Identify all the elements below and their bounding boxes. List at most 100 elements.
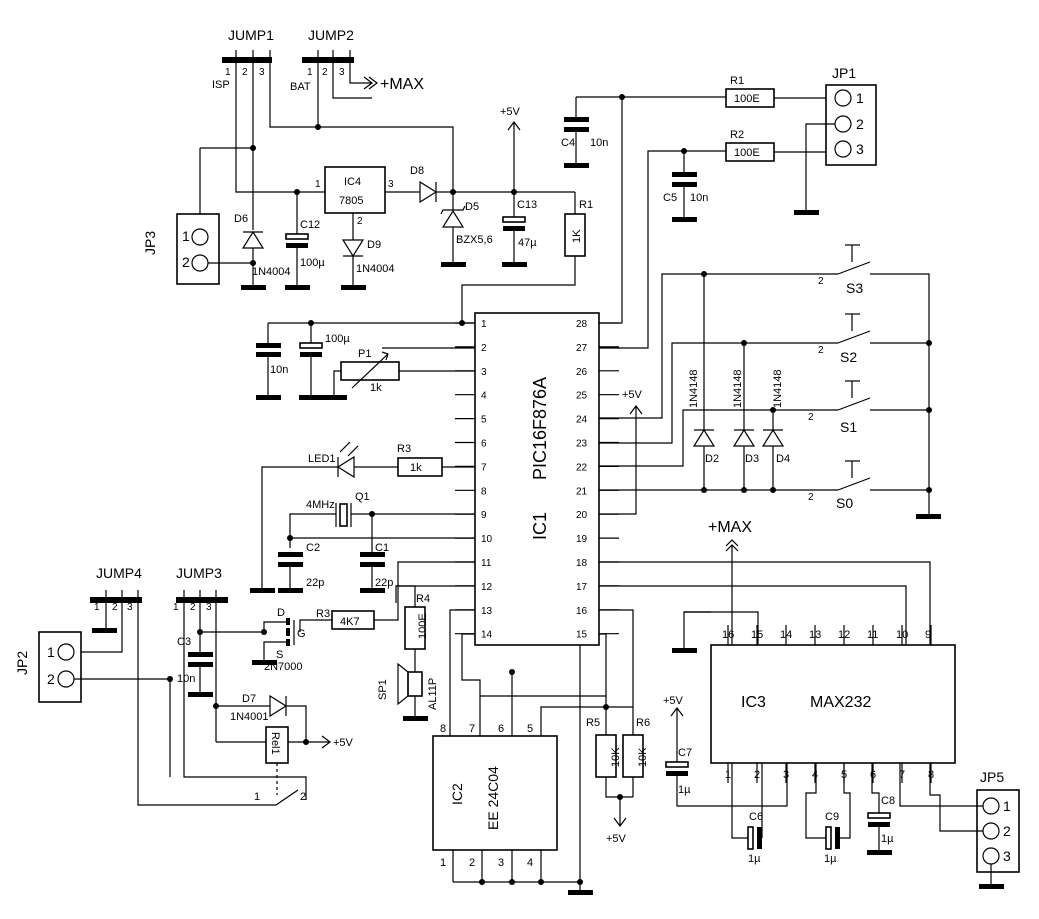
jp2-label: JP2 [14,651,30,675]
c1-label: C1 [375,542,389,554]
jump1-pin1: 1 [225,67,231,78]
c3-label: C3 [177,636,191,648]
ic2-pin3: 3 [498,857,504,869]
ic1-pin-right: 18 [576,558,588,569]
ic3-pin-bottom: 6 [870,769,876,781]
rel-pin2: 2 [300,791,306,803]
jp1-connector: 1 2 3 JP1 [825,65,877,166]
fet-d: D [277,607,285,619]
ic1-pin-right: 24 [576,415,588,426]
jump4-label: JUMP4 [96,565,142,581]
ic1-pin-left: 8 [481,486,487,497]
c100u-value: 100µ [325,333,350,345]
c5-value: 10n [690,192,708,204]
jp1-label: JP1 [832,65,856,81]
r3b-value: 4K7 [340,616,360,628]
ic1-pin-left: 5 [481,415,487,426]
s2-label: S2 [840,349,857,365]
jump3-label: JUMP3 [176,565,222,581]
s2-pin2: 2 [818,345,824,356]
r5-value: 10K [610,747,622,767]
max-arrow-label: +MAX [380,76,424,93]
c12-label: C12 [300,219,320,231]
jp3-connector: 1 2 JP3 [142,213,220,285]
ic1-microcontroller: IC1 PIC16F876A [474,312,600,646]
bat-label: BAT [290,81,311,93]
plus5v-pullup: +5V [606,833,627,845]
c6-label: C6 [749,811,763,823]
ic1-pin-right: 28 [576,319,588,330]
jp1-pin1: 1 [856,90,864,106]
jp2-connector: 1 2 JP2 [14,631,82,703]
d8-label: D8 [410,165,424,177]
jp3-pin2: 2 [182,254,190,270]
jump1-header: JUMP1 1 2 3 ISP [212,27,274,91]
ic1-pin-left: 6 [481,439,487,450]
ic3-pin-top: 9 [925,629,931,641]
jump3-pin3: 3 [206,602,212,613]
ic1-pin-right: 21 [576,486,588,497]
c6-value: 1µ [748,853,761,865]
ic1-pin-right: 22 [576,462,588,473]
jp5-label: JP5 [980,769,1004,785]
q1-label: Q1 [355,491,370,503]
jp3-pin1: 1 [182,228,190,244]
r4-label: R4 [416,593,430,605]
r3-value: 1k [410,462,422,474]
isp-label: ISP [212,79,230,91]
d6-diode: D6 1N4004 [234,213,291,285]
c13-label: C13 [517,199,537,211]
ic1-pin-left: 1 [481,319,487,330]
s3-label: S3 [846,280,863,296]
r6-label: R6 [636,717,650,729]
jump2-pin1: 1 [307,67,313,78]
c10n-value: 10n [270,364,288,376]
jump2-label: JUMP2 [308,27,354,43]
ic3-pin-bottom: 3 [783,769,789,781]
s1-label: S1 [840,419,857,435]
c9-label: C9 [825,811,839,823]
ic2-pin6: 6 [498,723,504,735]
jp2-pin2: 2 [47,671,55,687]
r6-value: 10K [637,747,649,767]
ic3-pin-top: 15 [751,629,763,641]
ic1-pin-left: 10 [481,534,493,545]
d3-part: 1N4148 [732,369,744,408]
ic1-pin-right: 15 [576,630,588,641]
p1-value: 1k [370,382,382,394]
ic1-pin-left: 14 [481,630,493,641]
jp1-pin2: 2 [856,116,864,132]
ic3-pin-top: 10 [896,629,908,641]
jump1-pin3: 3 [259,67,265,78]
jump4-pin2: 2 [112,602,118,613]
jump1-pin2: 2 [242,67,248,78]
sp1-part: AL11P [427,678,439,710]
c3-value: 10n [177,673,195,685]
ic1-pin-left: 2 [481,343,487,354]
s0-pin2: 2 [808,492,814,503]
fet-g: G [297,628,306,640]
ic3-pin-bottom: 4 [812,769,818,781]
jump4-header: JUMP4 1 2 3 [90,565,142,613]
ic1-label: IC1 [530,512,550,540]
ic1-pin-right: 25 [576,391,588,402]
jump4-pin1: 1 [94,602,100,613]
d5-part: BZX5,6 [456,234,493,246]
r1-value: 1K [571,229,583,243]
ic1-pin-right: 16 [576,606,588,617]
d9-label: D9 [367,239,381,251]
d7-part: 1N4001 [230,711,269,723]
d2-label: D2 [705,453,719,465]
c12-value: 100µ [300,257,325,269]
ic2-pin7: 7 [469,723,475,735]
plus5v-ic1: +5V [622,389,643,401]
r5-label: R5 [586,717,600,729]
d6-part: 1N4004 [252,266,291,278]
c8-value: 1µ [881,833,894,845]
jump3-pin1: 1 [173,602,179,613]
jump2-pin2: 2 [322,67,328,78]
r2-value: 100E [734,147,760,159]
ic1-pin-right: 17 [576,582,588,593]
